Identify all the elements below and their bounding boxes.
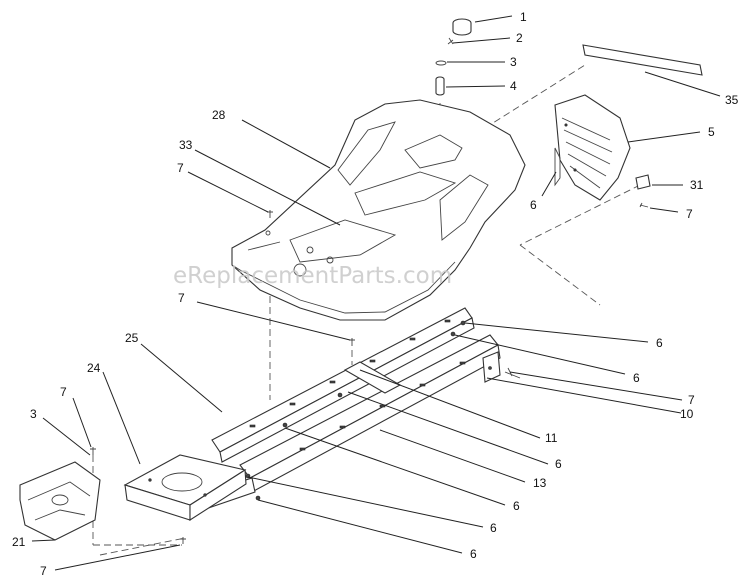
screw-part-7-upper	[267, 210, 273, 218]
watermark-text: eReplacementParts.com	[173, 263, 452, 289]
callout-6-lower: 6	[513, 499, 520, 513]
callout-2: 2	[516, 31, 523, 45]
callout-7-bottom: 7	[40, 564, 47, 578]
callout-labels: 1 2 3 4 35 28 5 33 7 31 6 7 7 25 6 24 6 …	[12, 10, 739, 578]
callout-21: 21	[12, 535, 26, 549]
callout-6-top: 6	[656, 336, 663, 350]
callout-35: 35	[725, 93, 739, 107]
callout-11: 11	[545, 431, 558, 445]
knob-part-1-body	[452, 23, 472, 36]
callout-6-second: 6	[633, 371, 640, 385]
nut-part-6-e	[337, 392, 343, 398]
callout-33: 33	[179, 138, 193, 152]
callout-24: 24	[87, 361, 101, 375]
callout-3-left: 3	[30, 407, 37, 421]
callout-7-left: 7	[60, 385, 67, 399]
seat-switch-parts	[435, 18, 472, 96]
callout-10: 10	[680, 407, 694, 421]
callout-3: 3	[510, 55, 517, 69]
callout-5: 5	[708, 125, 715, 139]
callout-6-low2: 6	[490, 521, 497, 535]
fender-deck-part-28	[231, 99, 526, 321]
nut-part-6-f	[282, 422, 288, 428]
screw-part-7-bottom	[180, 537, 186, 544]
bracket-part-5	[554, 94, 631, 201]
decal-part-31	[635, 174, 651, 190]
rod-part-35	[582, 44, 703, 76]
callout-7-center: 7	[178, 291, 185, 305]
callout-31: 31	[690, 178, 704, 192]
callout-28: 28	[212, 108, 226, 122]
callout-6-bottom: 6	[470, 547, 477, 561]
callout-6-mid: 6	[555, 457, 562, 471]
callout-6-right: 6	[530, 198, 537, 212]
bushing-part-4-body	[435, 79, 445, 96]
bracket-part-21	[19, 461, 101, 541]
callout-25: 25	[125, 331, 139, 345]
bracket-part-10	[482, 351, 521, 383]
callout-7-right: 7	[686, 207, 693, 221]
nut-part-6-b	[450, 331, 456, 337]
callout-7-bracket: 7	[688, 393, 695, 407]
screw-part-7-right	[639, 202, 649, 208]
spring-part-2	[447, 37, 454, 45]
mount-plate-part-24	[123, 454, 247, 522]
callout-13: 13	[533, 476, 547, 490]
nut-part-6-a	[460, 320, 466, 326]
callout-7-upper: 7	[177, 161, 184, 175]
callout-1: 1	[520, 10, 527, 24]
callout-4: 4	[510, 79, 517, 93]
washer-part-3	[435, 60, 447, 66]
screw-part-7-left	[90, 447, 96, 455]
leader-lines	[31, 15, 721, 571]
screw-part-7-center	[349, 338, 355, 346]
nut-part-6-d	[255, 495, 261, 501]
